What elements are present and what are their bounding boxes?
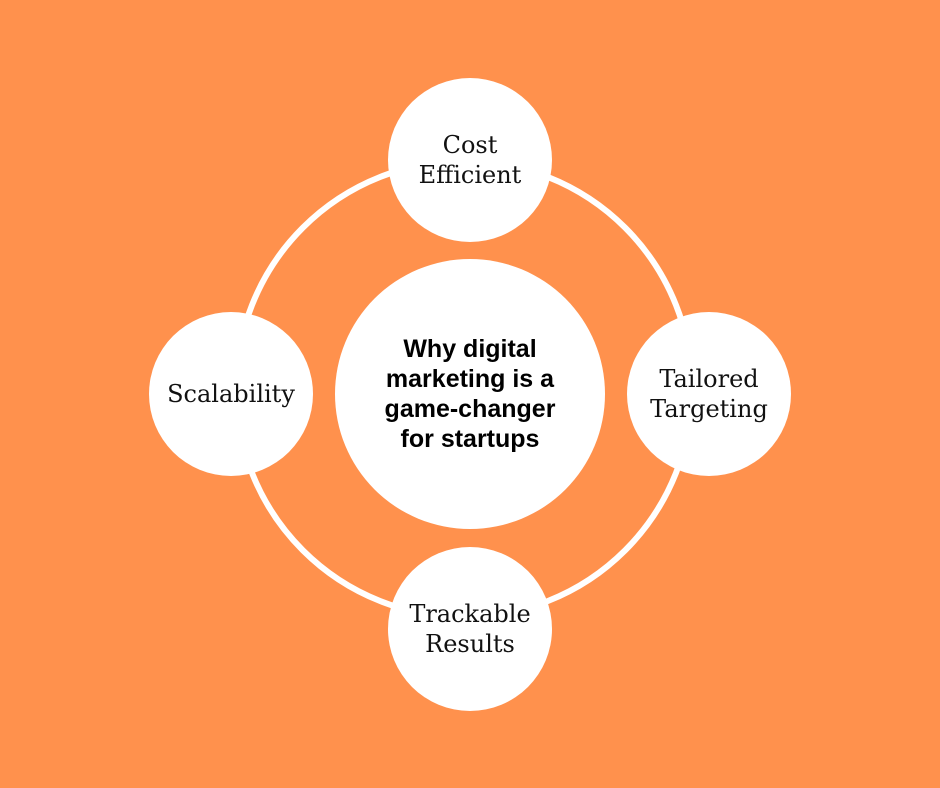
node-label-line: Efficient (418, 161, 522, 189)
node-label-line: Targeting (650, 395, 768, 423)
node-label-line: Tailored (659, 365, 759, 393)
node-scalability: Scalability (149, 312, 313, 476)
node-label-line: Trackable (409, 600, 531, 628)
center-title: Why digital marketing is a game-changer … (384, 335, 556, 453)
node-label-line: Results (425, 630, 515, 658)
node-label-line: Cost (442, 131, 498, 159)
center-circle: Why digital marketing is a game-changer … (335, 259, 605, 529)
node-label-line: Scalability (167, 380, 295, 408)
